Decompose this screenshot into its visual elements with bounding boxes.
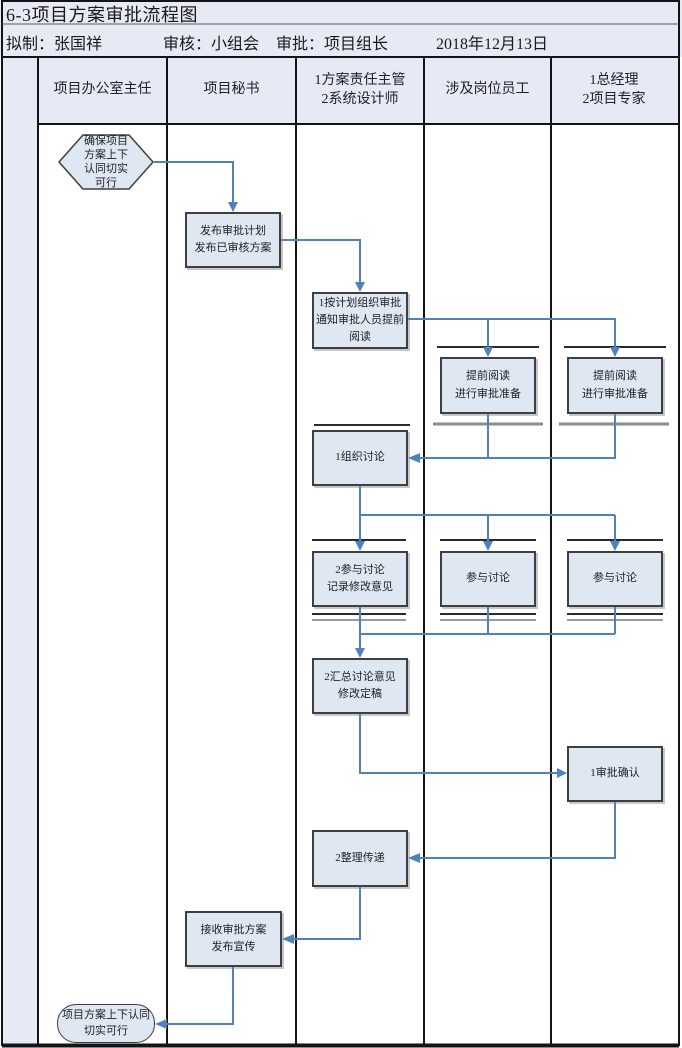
connector-deliver-to-receive xyxy=(294,887,361,940)
connector-publish-to-organize xyxy=(281,239,361,282)
arrow-into-join-lead xyxy=(355,541,365,551)
arrow-into-organize xyxy=(355,282,365,292)
connector-start-to-publish xyxy=(154,161,234,202)
arrow-into-receive xyxy=(282,934,294,944)
node-join-discussion-lead: 2参与讨论 记录修改意见 xyxy=(312,551,408,607)
arrow-into-preread-manager xyxy=(610,347,620,357)
meta-drafter: 拟制：张国祥 xyxy=(6,36,103,53)
node-join-discussion-manager: 参与讨论 xyxy=(567,551,663,607)
arrow-into-organize-discussion xyxy=(408,453,420,463)
connector-preread-manager-to-discussion xyxy=(420,414,616,459)
start-hexagon: 确保项目 方案上下 认同切实 可行 xyxy=(58,133,154,191)
node-join-discussion-staff: 参与讨论 xyxy=(440,551,536,607)
page-title: 6-3项目方案审批流程图 xyxy=(6,5,198,25)
arrow-into-approve xyxy=(557,768,567,778)
end-terminator: 项目方案上下认同 切实可行 xyxy=(57,1004,155,1043)
lane-header-office-director: 项目办公室主任 xyxy=(53,82,152,98)
arrow-into-preread-staff xyxy=(483,347,493,357)
arrow-into-end xyxy=(155,1019,167,1029)
lane-header-plan-supervisor: 1方案责任主管 2系统设计师 xyxy=(314,72,406,107)
side-lane-strip xyxy=(2,124,38,1045)
connector-approve-to-deliver xyxy=(420,802,616,859)
lane-header-secretary: 项目秘书 xyxy=(203,82,260,98)
connector-organize-to-preread-manager xyxy=(408,318,616,347)
lane-header-band xyxy=(2,57,678,124)
node-organize-discussion: 1组织讨论 xyxy=(312,430,408,486)
node-approve-confirm: 1审批确认 xyxy=(567,746,663,802)
meta-reviewer: 审核：小组会 xyxy=(163,36,260,53)
node-publish-plan: 发布审批计划 发布已审核方案 xyxy=(185,212,281,268)
node-receive-publish: 接收审批方案 发布宣传 xyxy=(185,911,282,967)
node-organize-approval: 1按计划组织审批 通知审批人员提前 阅读 xyxy=(312,292,408,349)
lane-header-general-manager: 1总经理 2项目专家 xyxy=(582,72,646,107)
node-preread-staff: 提前阅读 进行审批准备 xyxy=(440,357,536,414)
start-hexagon-label: 确保项目 方案上下 认同切实 可行 xyxy=(84,134,128,190)
node-organize-deliver: 2整理传递 xyxy=(312,830,408,887)
arrow-into-join-manager xyxy=(610,541,620,551)
arrow-into-join-staff xyxy=(483,541,493,551)
lane-header-involved-staff: 涉及岗位员工 xyxy=(445,82,530,98)
node-summarize: 2汇总讨论意见 修改定稿 xyxy=(312,658,408,714)
node-preread-manager: 提前阅读 进行审批准备 xyxy=(567,357,663,414)
meta-approver: 审批：项目组长 xyxy=(276,36,389,53)
title-band xyxy=(0,0,682,57)
arrow-into-deliver xyxy=(408,853,420,863)
arrow-into-publish xyxy=(228,202,238,212)
meta-date: 2018年12月13日 xyxy=(436,36,549,53)
connector-receive-to-end xyxy=(167,967,234,1025)
arrow-into-summarize xyxy=(355,648,365,658)
connector-summarize-to-approve xyxy=(359,714,557,774)
hexagon-shape xyxy=(58,134,154,190)
connector-discussion-distribute xyxy=(359,486,615,516)
